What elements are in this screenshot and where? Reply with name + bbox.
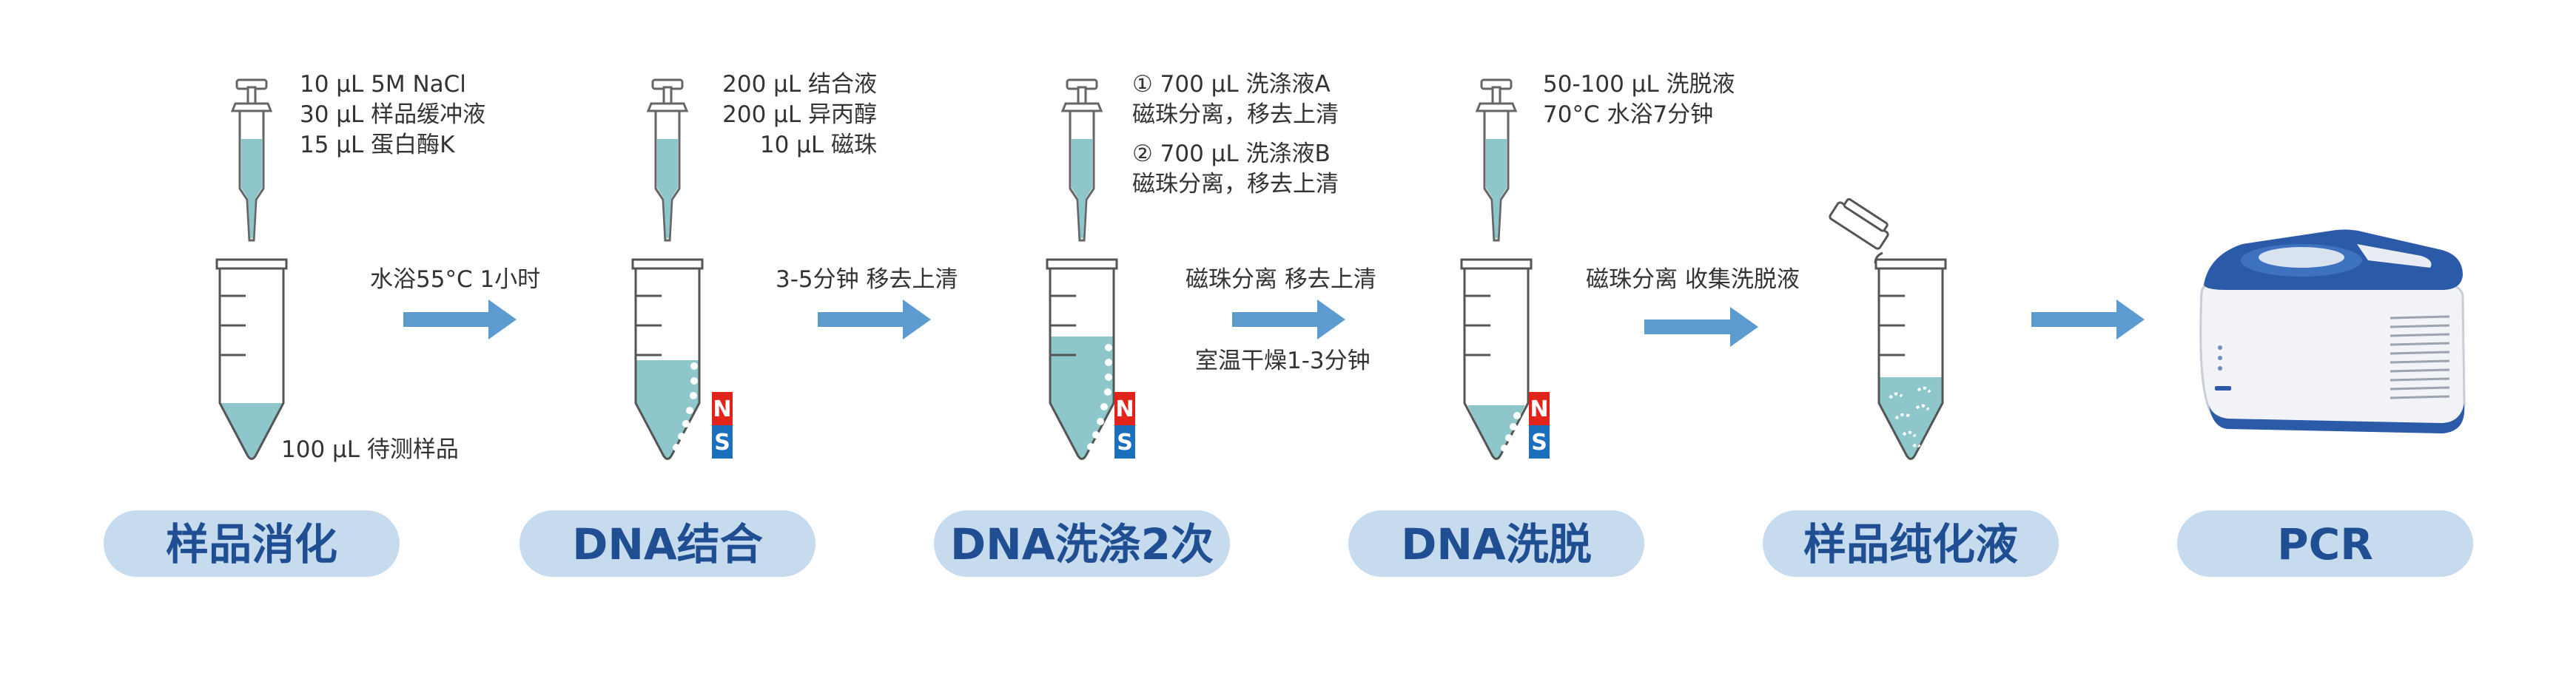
pipette-icon: [1475, 78, 1518, 242]
open-tube-icon: [1829, 197, 1947, 460]
step-label-pill: DNA洗脱: [1348, 510, 1644, 577]
step-label: 样品消化: [166, 519, 337, 569]
arrow-right-icon: [2031, 300, 2145, 339]
pipette-icon: [230, 78, 273, 242]
arrow-label-above: 磁珠分离 收集洗脱液: [1586, 266, 1800, 293]
tube-icon: [1460, 258, 1533, 460]
magnet-north: N: [1115, 396, 1134, 422]
reagent-line: 50-100 μL 洗脱液: [1543, 71, 1735, 98]
magnet-icon: N S: [1529, 392, 1550, 459]
reagent-line: 70°C 水浴7分钟: [1543, 101, 1713, 128]
magnet-south: S: [1117, 430, 1133, 456]
step-digestion: 10 μL 5M NaCl 30 μL 样品缓冲液 15 μL 蛋白酶K 100…: [104, 71, 540, 577]
step-label-pill: 样品纯化液: [1763, 510, 2059, 577]
arrow-label-below: 室温干燥1-3分钟: [1195, 348, 1371, 374]
step-label: 样品纯化液: [1803, 519, 2018, 569]
step-label-pill: 样品消化: [104, 510, 400, 577]
step-label: DNA结合: [572, 519, 763, 569]
magnet-icon: N S: [712, 392, 733, 459]
magnet-south: S: [714, 430, 730, 456]
arrow-right-icon: [818, 300, 931, 339]
tube-icon: [215, 258, 288, 460]
arrow-right-icon: [1232, 300, 1345, 339]
step-label: DNA洗脱: [1401, 519, 1592, 569]
arrow-label-above: 水浴55°C 1小时: [370, 266, 540, 293]
arrow-right-icon: [1644, 307, 1758, 347]
arrow-label-above: 磁珠分离 移去上清: [1186, 266, 1376, 293]
magnet-north: N: [1530, 396, 1548, 422]
magnet-icon: N S: [1114, 392, 1135, 459]
step-pcr: PCR: [2177, 229, 2473, 577]
step-label: PCR: [2277, 519, 2373, 569]
reagent-line: 10 μL 磁珠: [760, 132, 877, 158]
reagent-line: 15 μL 蛋白酶K: [300, 132, 455, 158]
reagent-line: ① 700 μL 洗涤液A: [1132, 71, 1331, 98]
reagent-line: 200 μL 结合液: [722, 71, 877, 98]
step-label-pill: DNA结合: [519, 510, 815, 577]
magnet-south: S: [1531, 430, 1547, 456]
tube-icon: [631, 258, 704, 460]
pipette-icon: [646, 78, 689, 242]
reagent-line: 10 μL 5M NaCl: [300, 71, 466, 98]
reagent-line: 磁珠分离，移去上清: [1132, 101, 1339, 128]
pipette-icon: [1060, 78, 1103, 242]
step-label: DNA洗涤2次: [950, 519, 1214, 569]
reagent-line: 200 μL 异丙醇: [722, 101, 877, 128]
arrow-right-icon: [403, 300, 517, 339]
step-elution: 50-100 μL 洗脱液 70°C 水浴7分钟 N S 磁珠分离 收集洗脱液 …: [1348, 71, 1800, 577]
step-purified-sample: 样品纯化液: [1763, 197, 2145, 577]
step-binding: 200 μL 结合液 200 μL 异丙醇 10 μL 磁珠 N S 3-5分钟…: [519, 71, 958, 577]
step-label-pill: DNA洗涤2次: [934, 510, 1230, 577]
arrow-label-above: 3-5分钟 移去上清: [776, 266, 958, 293]
step-label-pill: PCR: [2177, 510, 2473, 577]
reagent-line: 磁珠分离，移去上清: [1132, 171, 1339, 197]
tube-note: 100 μL 待测样品: [281, 436, 459, 463]
pcr-machine-icon: [2199, 229, 2466, 433]
reagent-line: 30 μL 样品缓冲液: [300, 101, 485, 128]
reagent-line: ② 700 μL 洗涤液B: [1132, 141, 1331, 167]
tube-icon: [1046, 258, 1118, 460]
magnet-north: N: [713, 396, 731, 422]
step-wash: ① 700 μL 洗涤液A 磁珠分离，移去上清 ② 700 μL 洗涤液B 磁珠…: [934, 71, 1376, 577]
